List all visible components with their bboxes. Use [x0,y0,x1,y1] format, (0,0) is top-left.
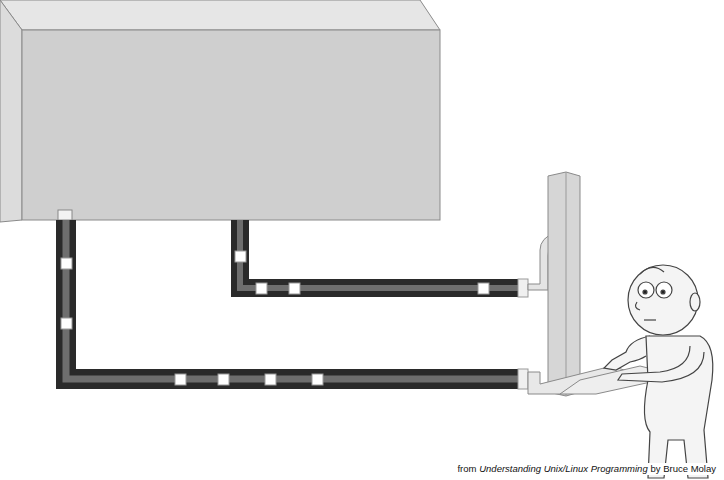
output-pipe [235,220,528,297]
user-figure [604,265,713,478]
credit-line: fromUnderstanding Unix/Linux Programming… [455,463,718,475]
credit-text: Understanding Unix/Linux Programming [479,463,647,474]
input-pipe [61,220,528,389]
computer-box [0,0,440,222]
terminal [528,172,664,396]
credit-text: from [457,463,476,474]
credit-text: by Bruce Molay [651,463,716,474]
